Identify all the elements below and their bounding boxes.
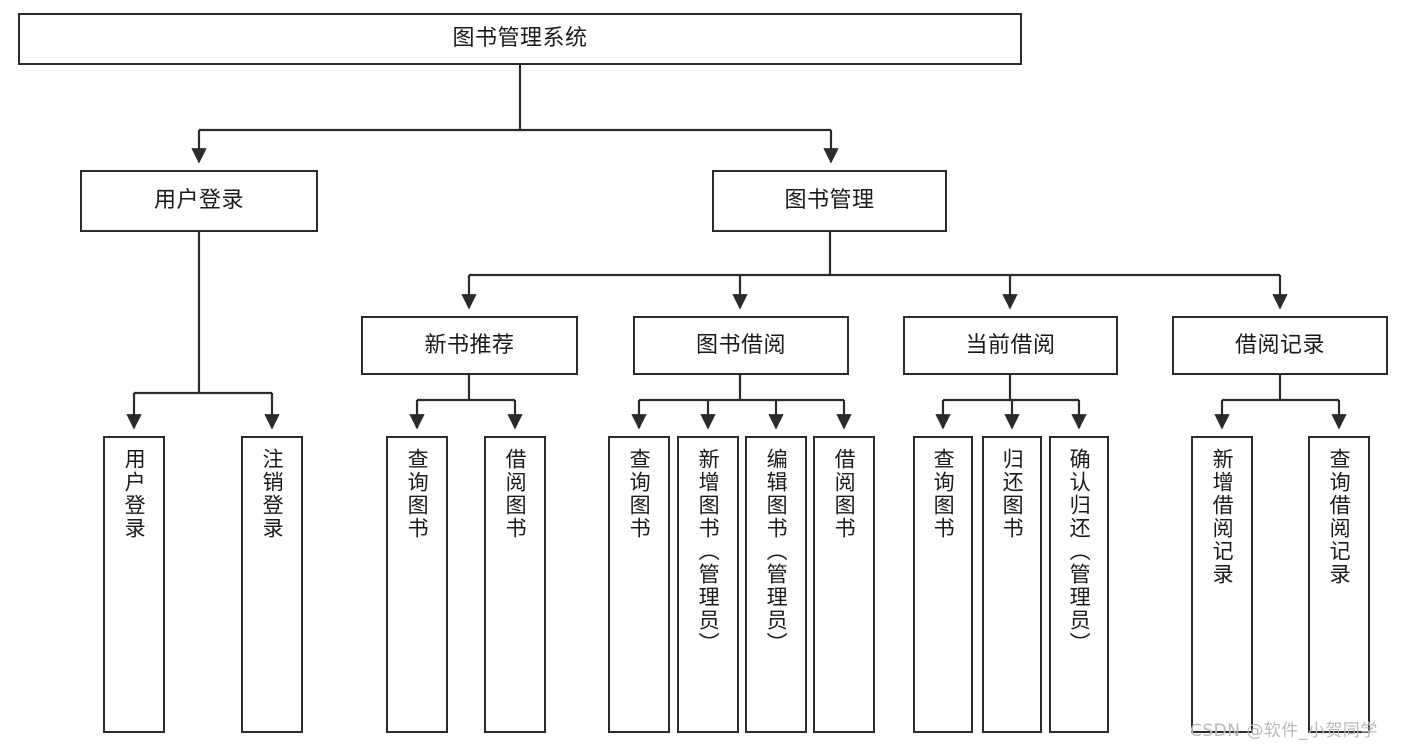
node-leaf-add-book-label: 新增图书（管理员） (696, 448, 721, 655)
node-leaf-borrow-book-2[interactable]: 借阅图书 (813, 436, 875, 733)
node-leaf-query-record[interactable]: 查询借阅记录 (1308, 436, 1370, 733)
node-leaf-borrow-book-2-label: 借阅图书 (832, 448, 857, 540)
node-leaf-user-login-label: 用户登录 (122, 448, 147, 540)
node-leaf-user-login[interactable]: 用户登录 (103, 436, 165, 733)
node-leaf-return-book[interactable]: 归还图书 (982, 436, 1042, 733)
node-leaf-confirm-return-label: 确认归还（管理员） (1067, 448, 1092, 655)
node-book-manage-label: 图书管理 (784, 188, 875, 214)
node-leaf-edit-book-label: 编辑图书（管理员） (764, 448, 789, 655)
node-leaf-query-book-1[interactable]: 查询图书 (386, 436, 448, 733)
node-leaf-logout[interactable]: 注销登录 (241, 436, 303, 733)
node-leaf-add-book[interactable]: 新增图书（管理员） (677, 436, 739, 733)
node-book-manage[interactable]: 图书管理 (712, 170, 947, 232)
node-user-login[interactable]: 用户登录 (80, 170, 318, 232)
node-current-borrow-label: 当前借阅 (965, 332, 1056, 358)
node-leaf-confirm-return[interactable]: 确认归还（管理员） (1049, 436, 1109, 733)
node-new-book-recommend[interactable]: 新书推荐 (361, 316, 578, 375)
node-leaf-return-book-label: 归还图书 (1000, 448, 1025, 540)
node-leaf-query-record-label: 查询借阅记录 (1327, 448, 1352, 586)
node-leaf-add-record-label: 新增借阅记录 (1210, 448, 1235, 586)
node-book-borrow[interactable]: 图书借阅 (633, 316, 849, 375)
node-new-book-recommend-label: 新书推荐 (424, 332, 515, 358)
node-root[interactable]: 图书管理系统 (18, 13, 1022, 65)
node-leaf-borrow-book-1-label: 借阅图书 (503, 448, 528, 540)
node-user-login-label: 用户登录 (153, 188, 244, 214)
node-leaf-query-book-3[interactable]: 查询图书 (913, 436, 973, 733)
node-borrow-record[interactable]: 借阅记录 (1172, 316, 1388, 375)
node-leaf-query-book-3-label: 查询图书 (931, 448, 956, 540)
node-book-borrow-label: 图书借阅 (695, 332, 786, 358)
node-leaf-query-book-2-label: 查询图书 (627, 448, 652, 540)
node-leaf-edit-book[interactable]: 编辑图书（管理员） (745, 436, 807, 733)
node-leaf-borrow-book-1[interactable]: 借阅图书 (484, 436, 546, 733)
node-current-borrow[interactable]: 当前借阅 (903, 316, 1118, 375)
node-leaf-add-record[interactable]: 新增借阅记录 (1191, 436, 1253, 733)
node-leaf-query-book-1-label: 查询图书 (405, 448, 430, 540)
node-leaf-query-book-2[interactable]: 查询图书 (608, 436, 670, 733)
node-root-label: 图书管理系统 (452, 26, 588, 52)
node-leaf-logout-label: 注销登录 (260, 448, 285, 540)
node-borrow-record-label: 借阅记录 (1234, 332, 1325, 358)
